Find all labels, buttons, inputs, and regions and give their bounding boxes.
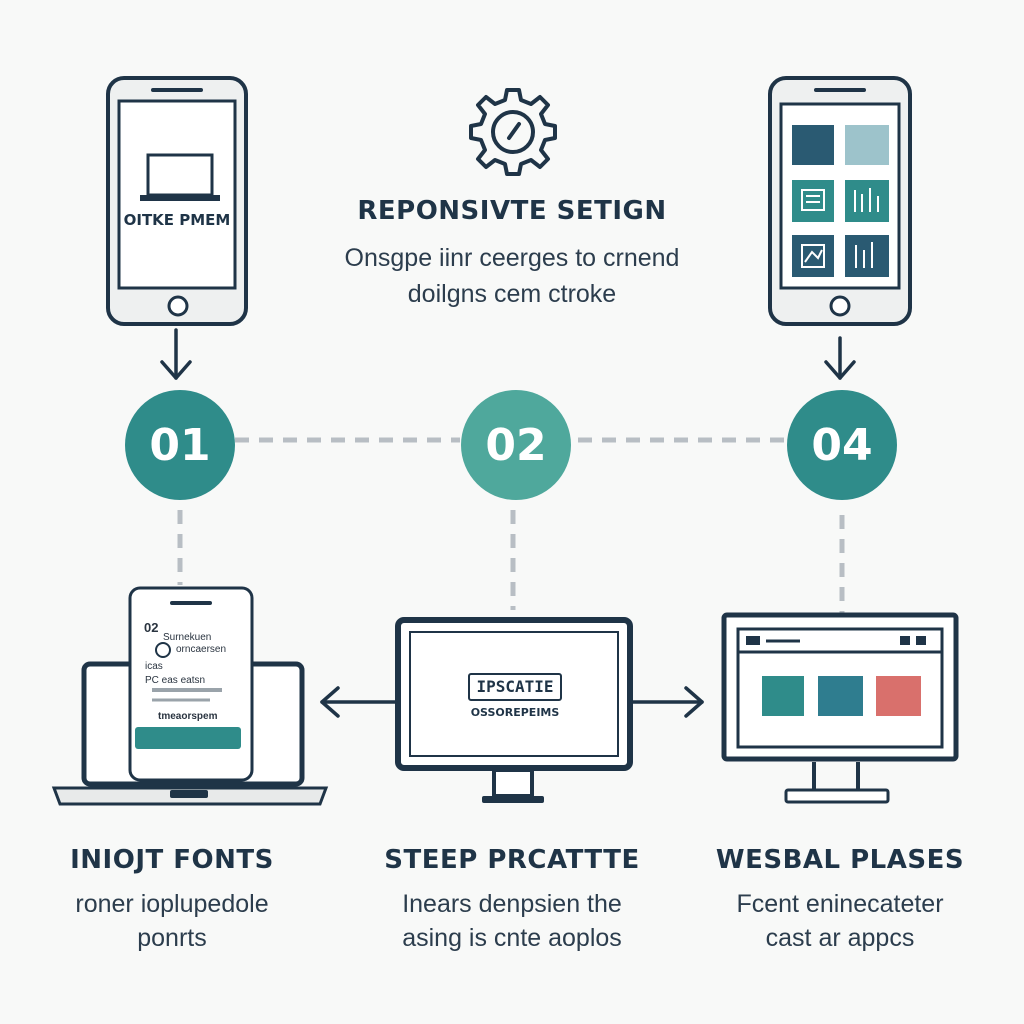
- phone-top-left-icon: [106, 76, 248, 326]
- column-3-line2: cast ar appcs: [765, 924, 915, 952]
- phone-text-line5: tmeaorspem: [158, 711, 218, 722]
- down-arrow-icon: [824, 336, 856, 380]
- diagram-title: REPONSIVTE SETIGN: [357, 196, 667, 226]
- phone-text-line3: icas: [145, 661, 163, 672]
- step-circle-04: 04: [787, 390, 897, 500]
- diagram-subtitle-line1: Onsgpe iinr ceerges to crnend: [344, 244, 680, 272]
- phone-screen-label: OITKE PMEM: [123, 211, 231, 229]
- phone-text-line1: Surnekuen: [163, 632, 212, 643]
- desktop-monitor-icon: [721, 612, 959, 804]
- laptop-phone-icon: [51, 586, 329, 806]
- down-arrow-icon: [160, 328, 192, 380]
- monitor-label-box: IPSCATIE: [468, 673, 562, 701]
- center-monitor-icon: [395, 617, 633, 803]
- step-circle-02: 02: [461, 390, 571, 500]
- step-circle-01: 01: [125, 390, 235, 500]
- column-1-line1: roner ioplupedole: [75, 890, 269, 918]
- gear-icon: [469, 88, 557, 176]
- phone-text-line2: orncaersen: [176, 644, 227, 655]
- column-2-title: STEEP PRCATTTE: [384, 845, 640, 875]
- phone-top-right-icon: [768, 76, 912, 326]
- phone-text-line4: PC eas eatsn: [145, 675, 206, 686]
- column-3-line1: Fcent eninecateter: [736, 890, 944, 918]
- column-3-title: WESBAL PLASES: [715, 845, 965, 875]
- dashed-connectors: [177, 437, 845, 615]
- diagram-subtitle-line2: doilgns cem ctroke: [407, 280, 617, 308]
- monitor-caption: OSSOREPEIMS: [470, 706, 560, 719]
- column-1-line2: ponrts: [137, 924, 207, 952]
- column-1-title: INIOJT FONTS: [70, 845, 274, 875]
- column-2-line2: asing is cnte aoplos: [402, 924, 622, 952]
- phone-step-number: 02: [144, 620, 159, 635]
- column-2-line1: Inears denpsien the: [402, 890, 622, 918]
- double-headed-arrows: [320, 686, 704, 718]
